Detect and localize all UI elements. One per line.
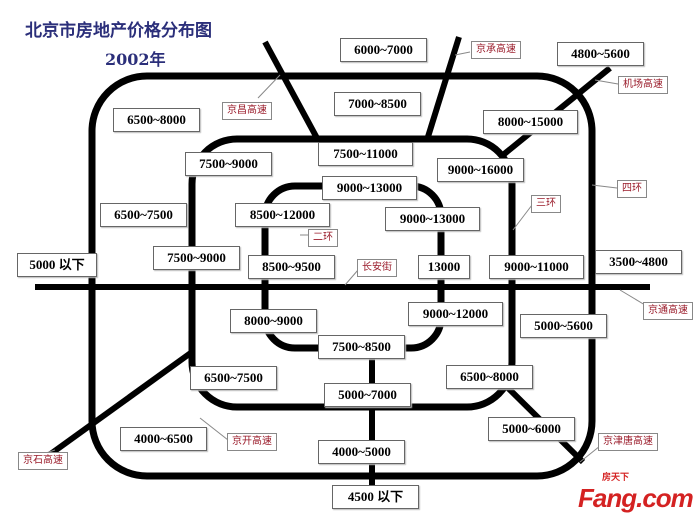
price-box: 6500~8000 [446,365,533,389]
price-box: 13000 [418,255,470,279]
price-box: 9000~13000 [322,176,417,200]
road-label-jingchang: 京昌高速 [222,102,272,120]
road-label-ring2: 二环 [308,229,338,247]
price-box: 9000~13000 [385,207,480,231]
price-box: 9000~12000 [408,302,503,326]
price-box: 9000~16000 [437,158,524,182]
road-label-jingkai: 京开高速 [227,433,277,451]
price-box: 8000~9000 [230,309,317,333]
price-box: 9000~11000 [489,255,584,279]
price-box: 6500~7500 [190,366,277,390]
leader-line [344,269,359,286]
price-box: 5000~5600 [520,314,607,338]
price-box: 7500~9000 [153,246,240,270]
fang-logo: 房天下 Fang.com [578,472,694,512]
price-box: 6500~8000 [113,108,200,132]
road-label-changan: 长安街 [357,259,397,277]
road-label-jingshi: 京石高速 [18,452,68,470]
leader-line [199,417,229,441]
price-box: 6000~7000 [340,38,427,62]
price-box: 5000~7000 [324,383,411,407]
leader-line [512,204,533,231]
price-box: 4000~5000 [318,440,405,464]
price-box: 7500~8500 [318,335,405,359]
price-box: 8500~12000 [235,203,330,227]
road-label-ring4: 四环 [617,180,647,198]
road-label-jingcheng: 京承高速 [471,41,521,59]
jingchang-expressway [262,40,321,142]
price-box: 8000~15000 [483,110,578,134]
jingcheng-expressway [424,36,462,141]
price-box: 6500~7500 [100,203,187,227]
price-box: 4500 以下 [332,485,419,509]
leader-line [579,445,601,463]
map-title: 北京市房地产价格分布图 [25,21,212,41]
map-year: 2002年 [105,50,166,69]
logo-cn: 房天下 [602,472,630,482]
road-label-airport: 机场高速 [618,76,668,94]
road-label-ring3: 三环 [531,195,561,213]
price-box: 7500~9000 [185,152,272,176]
price-box: 5000 以下 [17,253,97,277]
leader-line [454,51,471,56]
price-box: 4800~5600 [557,42,644,66]
leader-line [591,184,618,189]
jingshi-expressway [43,349,194,461]
price-box: 5000~6000 [488,417,575,441]
leader-line [257,74,281,99]
price-box: 7000~8500 [334,92,421,116]
price-box: 8500~9500 [248,255,335,279]
road-label-jingtong: 京通高速 [643,302,693,320]
logo-text: Fang.com [578,483,694,513]
price-box: 7500~11000 [318,142,413,166]
road-label-jingjintang: 京津唐高速 [598,433,658,451]
price-box: 4000~6500 [120,427,207,451]
price-box: 3500~4800 [595,250,682,274]
leader-line [619,289,646,306]
leader-line [594,79,619,85]
